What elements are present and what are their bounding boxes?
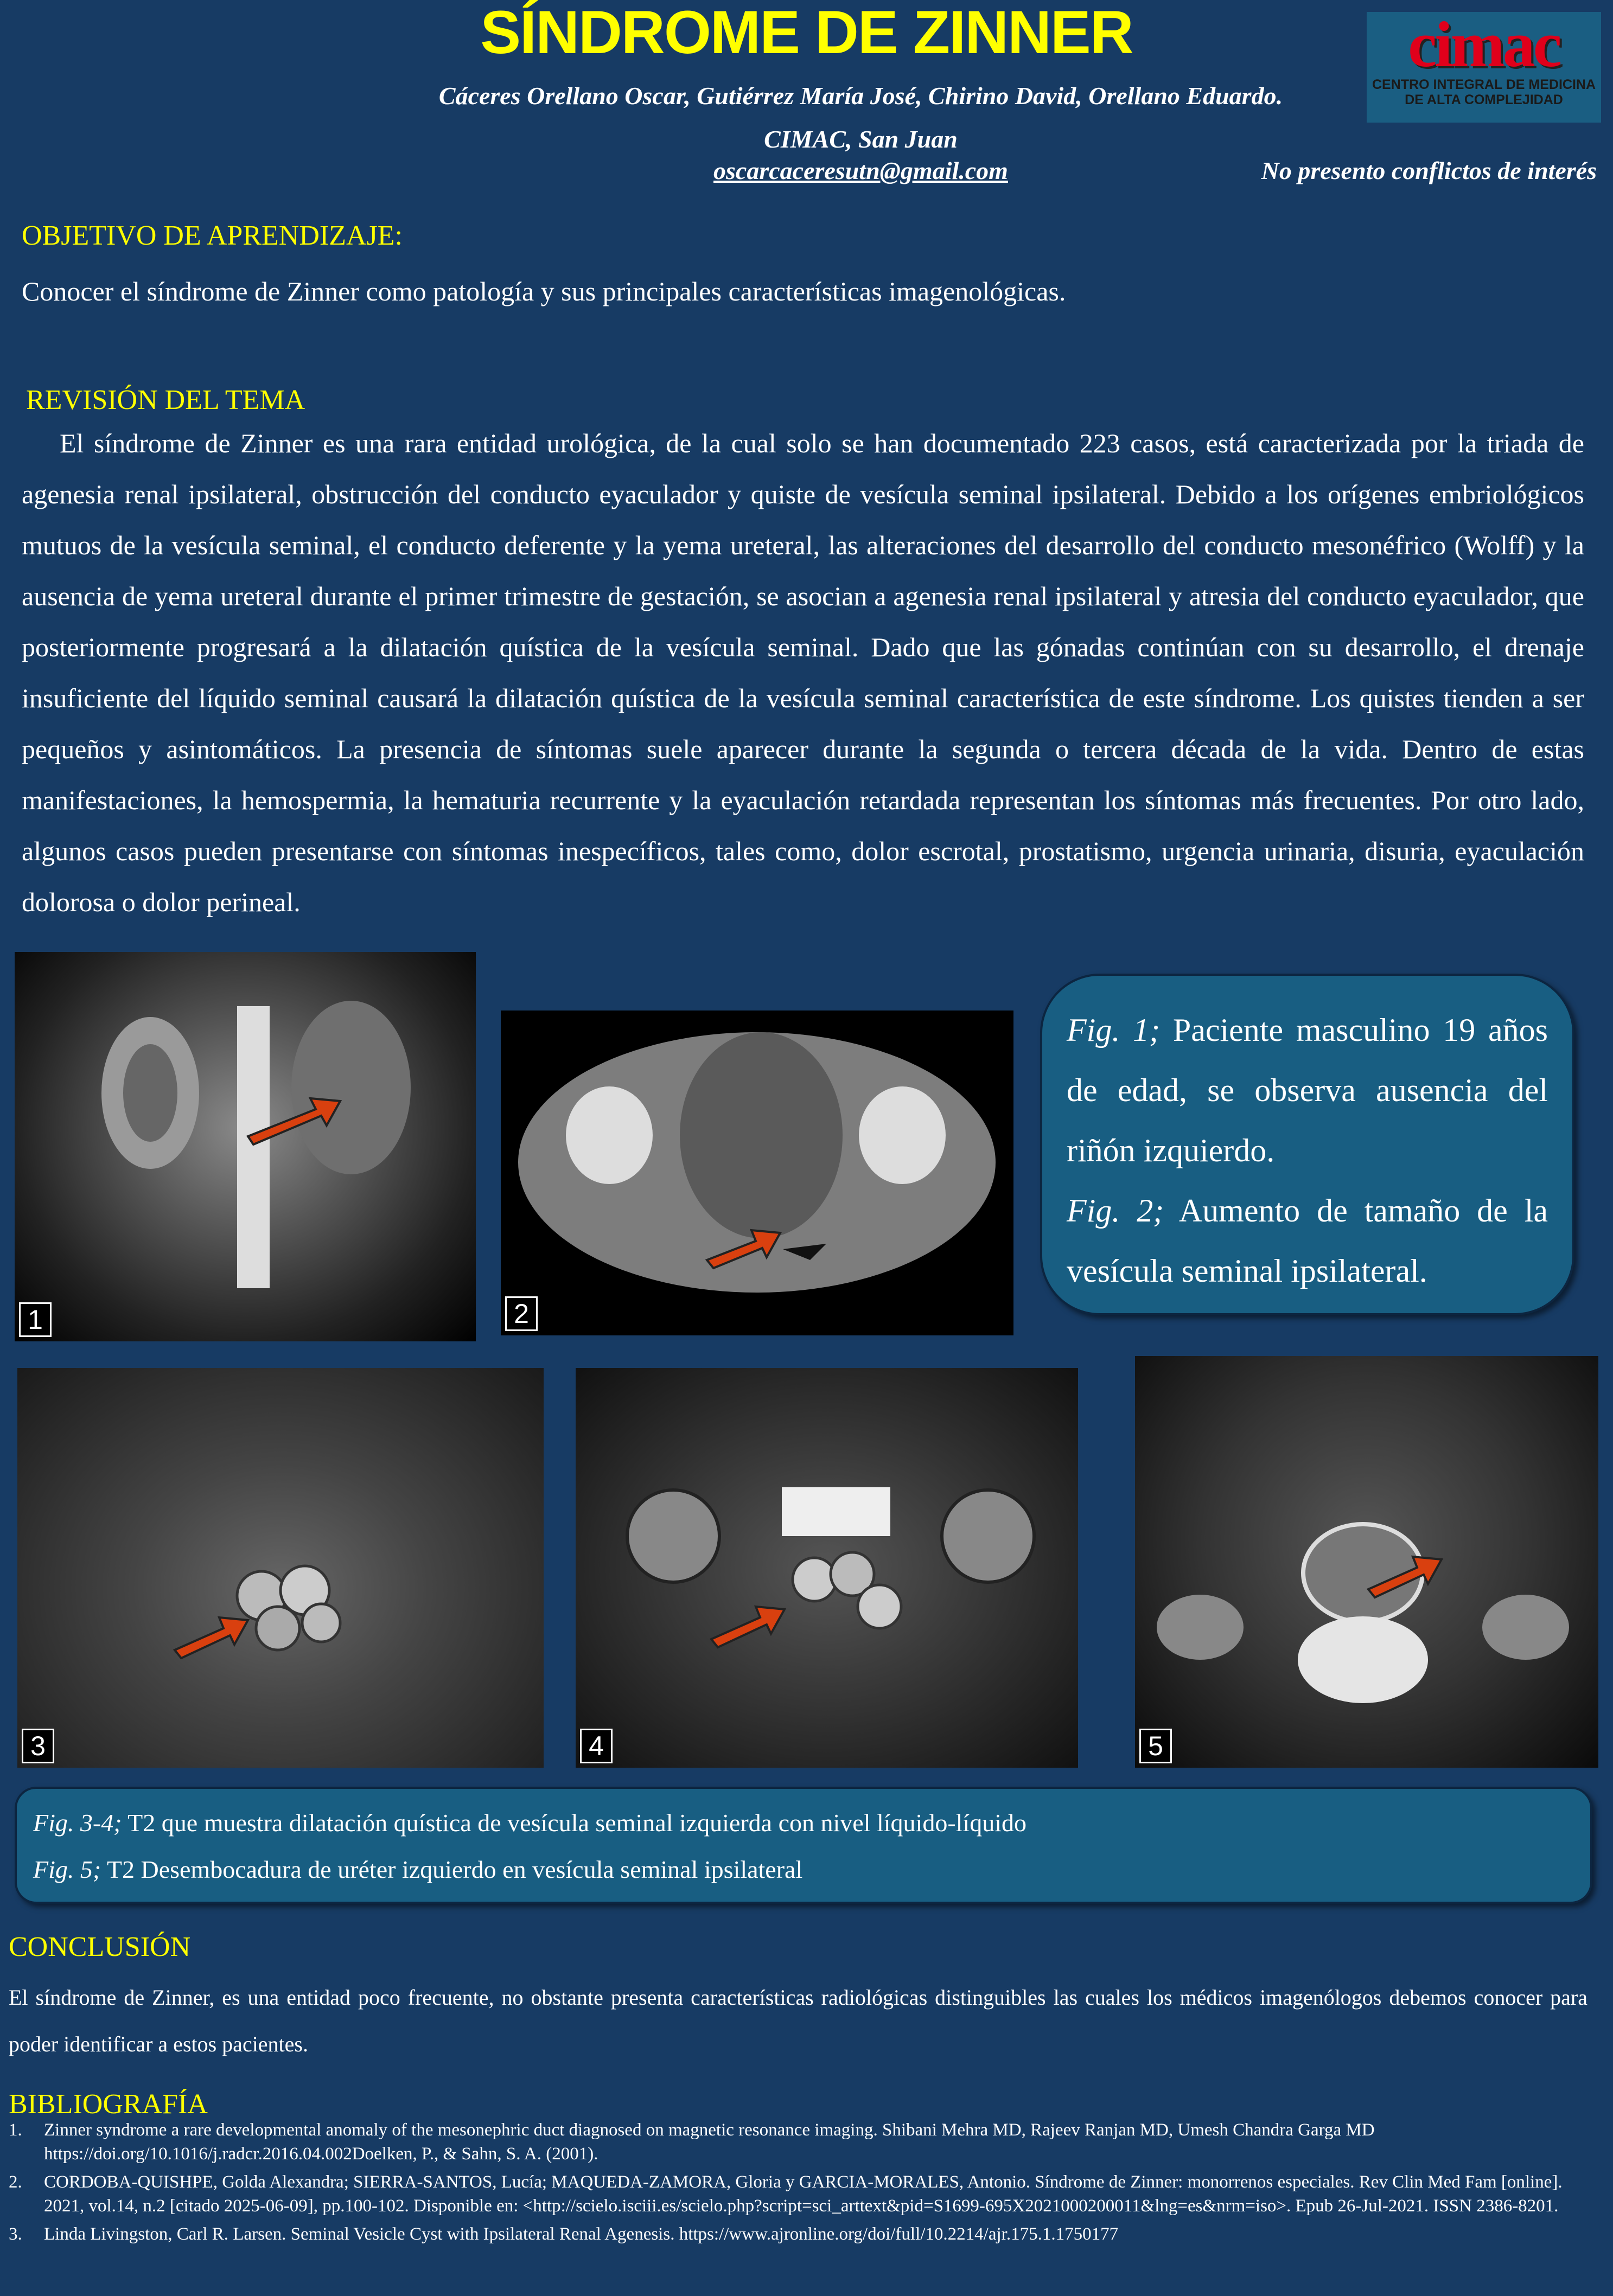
item-number: 2. [9,2172,22,2192]
review-text: El síndrome de Zinner es una rara entida… [22,428,1584,917]
logo-line2: DE ALTA COMPLEJIDAD [1405,92,1563,107]
figure-number: 5 [1139,1729,1172,1763]
objective-heading: OBJETIVO DE APRENDIZAJE: [22,220,403,251]
mri-anatomy-sketch [1157,1522,1569,1703]
fig34-label: Fig. 3-4; [33,1809,122,1837]
authors: Cáceres Orellano Oscar, Gutiérrez María … [438,82,1283,110]
item-text: CORDOBA-QUISHPE, Golda Alexandra; SIERRA… [44,2172,1563,2216]
figure-2-ct-axial: 2 [501,1011,1013,1335]
review-heading: REVISIÓN DEL TEMA [26,385,305,415]
bibliography-list: 1. Zinner syndrome a rare developmental a… [9,2118,1593,2250]
figure-4-mri-axial: 4 [576,1368,1078,1768]
fig1-caption: Paciente masculino 19 años de edad, se o… [1067,1012,1548,1168]
fig2-caption: Aumento de tamaño de la vesícula seminal… [1067,1193,1548,1289]
bibliography-item: 1. Zinner syndrome a rare developmental a… [9,2118,1593,2166]
figure-number: 3 [22,1729,54,1763]
bibliography-item: 3. Linda Livingston, Carl R. Larsen. Semi… [9,2222,1593,2246]
figure-number: 4 [580,1729,613,1763]
logo-brand: cimac [1408,8,1562,80]
item-text: Linda Livingston, Carl R. Larsen. Semina… [44,2224,1119,2244]
item-number: 1. [9,2120,22,2140]
bibliography-item: 2. CORDOBA-QUISHPE, Golda Alexandra; SIER… [9,2170,1593,2218]
conclusion-text: El síndrome de Zinner, es una entidad po… [9,1985,1588,2056]
bibliography-heading: BIBLIOGRAFÍA [9,2089,208,2120]
item-text: Zinner syndrome a rare developmental ano… [44,2120,1375,2164]
figure-number: 1 [19,1302,52,1337]
conflicts-statement: No presento conflictos de interés [1261,157,1597,184]
poster-title: SÍNDROME DE ZINNER [480,0,1133,66]
email-link[interactable]: oscarcaceresutn@gmail.com [713,157,1008,184]
figure-1-2-caption-box: Fig. 1; Paciente masculino 19 años de ed… [1040,974,1574,1315]
figure-5-mri-axial: 5 [1135,1356,1598,1768]
ct-anatomy-sketch [101,1001,411,1288]
fig2-label: Fig. 2; [1067,1193,1164,1229]
figure-1-ct-coronal: 1 [15,952,476,1341]
conclusion-heading: CONCLUSIÓN [9,1932,191,1962]
fig5-caption: T2 Desembocadura de uréter izquierdo en … [101,1856,803,1883]
item-number: 3. [9,2224,22,2244]
mri-anatomy-sketch [626,1487,1036,1649]
institution: CIMAC, San Juan [764,125,958,153]
fig34-caption: T2 que muestra dilatación quística de ve… [122,1809,1027,1837]
logo-line1: CENTRO INTEGRAL DE MEDICINA [1372,77,1596,92]
ct-anatomy-sketch [518,1032,996,1293]
fig5-label: Fig. 5; [33,1856,101,1883]
fig1-label: Fig. 1; [1067,1012,1161,1048]
objective-text: Conocer el síndrome de Zinner como patol… [22,276,1066,306]
cimac-logo: cimac CENTRO INTEGRAL DE MEDICINA DE ALT… [1367,12,1601,123]
figure-3-mri-coronal: 3 [17,1368,544,1768]
mri-anatomy-sketch [173,1564,342,1660]
figure-3-5-caption-box: Fig. 3-4; T2 que muestra dilatación quís… [15,1787,1592,1904]
figure-number: 2 [505,1296,538,1331]
